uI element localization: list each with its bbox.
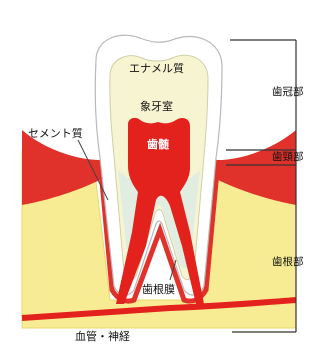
label-vessels: 血管・神経 — [75, 329, 130, 343]
label-crown: 歯冠部 — [272, 85, 304, 98]
label-enamel: エナメル質 — [129, 61, 184, 75]
label-ligament: 歯根膜 — [142, 282, 175, 296]
label-pulp: 歯髄 — [147, 137, 170, 151]
label-dentin: 象牙室 — [140, 99, 173, 113]
label-root: 歯根部 — [272, 255, 304, 268]
label-neck: 歯頸部 — [272, 150, 304, 163]
label-cementum: セメント質 — [28, 126, 83, 140]
